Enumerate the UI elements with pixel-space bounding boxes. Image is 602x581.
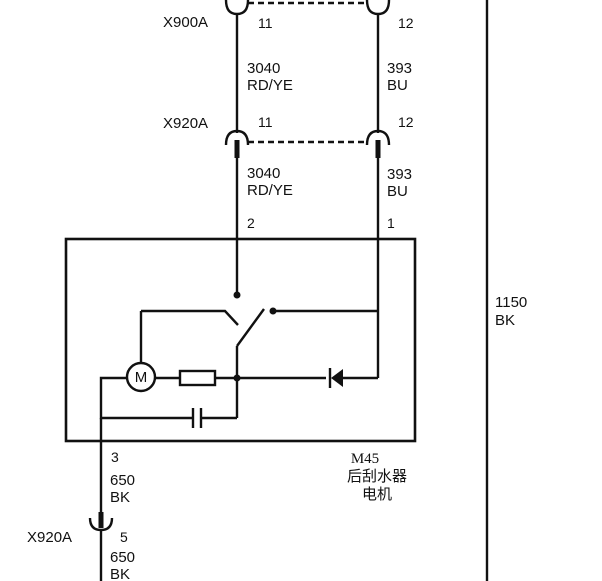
wire-color-bk-lower: BK xyxy=(110,566,130,581)
wire-circuit-1150: 1150 xyxy=(495,294,527,311)
component-m45: 2 1 M M45 后刮水器 电机 xyxy=(64,215,417,503)
wire-color-bk-upper: BK xyxy=(110,489,130,506)
wire-color-bu-lower: BU xyxy=(387,183,408,200)
connector-label-x900a: X900A xyxy=(163,14,208,31)
wire-circuit-393-upper: 393 xyxy=(387,60,412,77)
connector-label-x920a-top: X920A xyxy=(163,115,208,132)
component-name-line2: 电机 xyxy=(362,485,392,503)
component-name-line1: 后刮水器 xyxy=(347,467,407,485)
pin-label-x920a-11: 11 xyxy=(258,114,273,130)
component-outline xyxy=(64,237,417,443)
motor-symbol-label: M xyxy=(135,369,148,386)
wire-circuit-650-lower: 650 xyxy=(110,549,135,566)
diode-symbol xyxy=(331,369,343,387)
pin-label-m45-2: 2 xyxy=(247,215,255,231)
connector-socket-x900a-12 xyxy=(365,0,391,16)
wire-motor-to-capacitor xyxy=(99,376,193,420)
pin-label-x900a-12: 12 xyxy=(398,15,414,31)
wire-color-bk-1150: BK xyxy=(495,312,515,329)
pin-label-x920a-5: 5 xyxy=(120,529,128,545)
wire-circuit-650-upper: 650 xyxy=(110,472,135,489)
junction-dot xyxy=(233,374,241,382)
wire-color-bu-upper: BU xyxy=(387,77,408,94)
resistor-symbol xyxy=(178,369,217,387)
connector-socket-x920a-11 xyxy=(224,129,250,146)
pin-label-x920a-12: 12 xyxy=(398,114,414,130)
switch-blade xyxy=(236,308,265,347)
connector-label-x920a-bottom: X920A xyxy=(27,529,72,546)
wire-color-rdye-lower: RD/YE xyxy=(247,182,293,199)
wire-color-rdye-upper: RD/YE xyxy=(247,77,293,94)
component-id-label: M45 xyxy=(351,451,379,467)
connector-x920a-bottom: X920A 5 xyxy=(27,517,128,546)
wire-circuit-3040-upper: 3040 xyxy=(247,60,280,77)
connector-x900a: X900A 11 12 xyxy=(163,0,414,31)
connector-socket-x900a-11 xyxy=(224,0,250,16)
connector-x920a-top: X920A 11 12 xyxy=(163,114,414,158)
wire-circuit-3040-lower: 3040 xyxy=(247,165,280,182)
connector-socket-x920a-12 xyxy=(365,129,391,146)
pin-label-m45-3: 3 xyxy=(111,449,119,465)
pin-label-x900a-11: 11 xyxy=(258,15,273,31)
wire-circuit-393-lower: 393 xyxy=(387,166,412,183)
switch-contact-left xyxy=(233,291,241,299)
wire-switch-to-motor xyxy=(141,309,239,326)
pin-label-m45-1: 1 xyxy=(387,215,395,231)
